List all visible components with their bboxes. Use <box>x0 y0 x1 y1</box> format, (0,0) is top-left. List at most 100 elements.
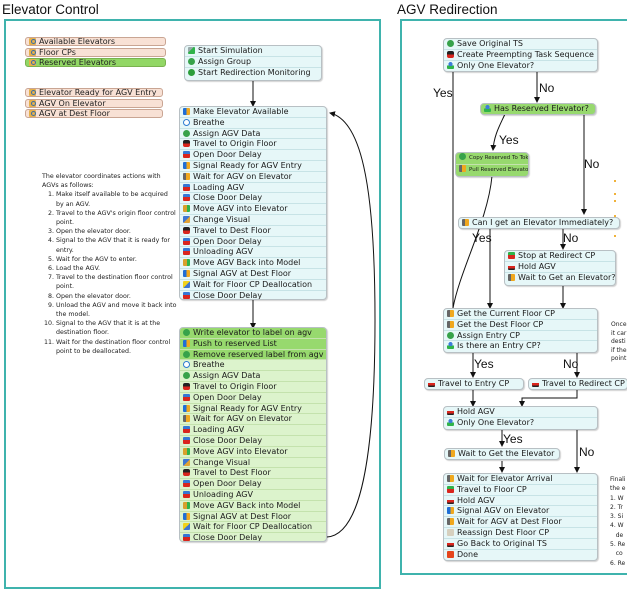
activity-label: Only One Elevator? <box>457 417 535 427</box>
travel-icon <box>183 226 190 234</box>
activity-hold-agv[interactable]: Hold AGV <box>444 407 597 418</box>
activity-unloading-agv[interactable]: Unloading AGV <box>180 490 326 501</box>
decide-icon <box>447 61 454 69</box>
activity-change-visual[interactable]: Change Visual <box>180 215 326 226</box>
activity-move-agv-into-elevator[interactable]: Move AGV into Elevator <box>180 204 326 215</box>
activity-close-door-delay[interactable]: Close Door Delay <box>180 291 326 299</box>
activity-open-door-delay[interactable]: Open Door Delay <box>180 237 326 248</box>
activity-label: Assign AGV Data <box>193 371 261 381</box>
list-floor-cps[interactable]: Floor CPs <box>25 47 166 57</box>
activity-signal-agv-on-elevator[interactable]: Signal AGV on Elevator <box>444 506 597 518</box>
activity-breathe[interactable]: Breathe <box>180 118 326 129</box>
travel-to-entry-block[interactable]: Travel to Entry CP <box>424 378 524 390</box>
activity-signal-ready-for-agv-entry[interactable]: Signal Ready for AGV Entry <box>180 161 326 172</box>
note-step: Make itself available to be acquired by … <box>56 190 177 208</box>
activity-change-visual[interactable]: Change Visual <box>180 458 326 469</box>
activity-assign-agv-data[interactable]: Assign AGV Data <box>180 129 326 140</box>
activity-copy-reserved-to-token[interactable]: Copy Reserved To Token <box>456 153 528 165</box>
activity-loading-agv[interactable]: Loading AGV <box>180 183 326 194</box>
activity-travel-to-origin-floor[interactable]: Travel to Origin Floor <box>180 382 326 393</box>
activity-create-preempting-task-sequence[interactable]: Create Preempting Task Sequence <box>444 50 597 61</box>
activity-travel-to-redirect-cp[interactable]: Travel to Redirect CP <box>529 379 627 389</box>
activity-label: Move AGV Back into Model <box>193 258 301 268</box>
activity-wait-to-get-the-elevator[interactable]: Wait to Get the Elevator <box>445 449 559 459</box>
activity-label: Can I get an Elevator Immediately? <box>472 218 614 227</box>
activity-move-agv-back-into-model[interactable]: Move AGV Back into Model <box>180 501 326 512</box>
reserved-elevator-block[interactable]: Copy Reserved To TokenPull Reserved Elev… <box>455 152 529 177</box>
activity-only-one-elevator[interactable]: Only One Elevator? <box>444 61 597 71</box>
list-agv-on-elevator[interactable]: AGV On Elevator <box>25 98 163 108</box>
list-reserved-elevators[interactable]: Reserved Elevators <box>25 58 166 67</box>
activity-get-the-current-floor-cp[interactable]: Get the Current Floor CP <box>444 309 597 320</box>
activity-assign-group[interactable]: Assign Group <box>185 57 321 68</box>
can-get-elevator-block[interactable]: Can I get an Elevator Immediately? <box>458 217 620 229</box>
activity-wait-for-elevator-arrival[interactable]: Wait for Elevator Arrival <box>444 474 597 485</box>
activity-remove-reserved-label-from-agv[interactable]: Remove reserved label from agv <box>180 349 326 361</box>
activity-loading-agv[interactable]: Loading AGV <box>180 425 326 436</box>
activity-pull-reserved-elevator[interactable]: Pull Reserved Elevator <box>456 165 528 176</box>
activity-wait-for-floor-cp-deallocation[interactable]: Wait for Floor CP Deallocation <box>180 522 326 534</box>
activity-breathe[interactable]: Breathe <box>180 360 326 372</box>
activity-assign-entry-cp[interactable]: Assign Entry CP <box>444 331 597 342</box>
activity-travel-to-origin-floor[interactable]: Travel to Origin Floor <box>180 139 326 151</box>
list-available-elevators[interactable]: Available Elevators <box>25 37 166 46</box>
activity-wait-to-get-an-elevator[interactable]: Wait to Get an Elevator? <box>505 273 615 284</box>
activity-signal-ready-for-agv-entry[interactable]: Signal Ready for AGV Entry <box>180 404 326 415</box>
activity-label: Signal Ready for AGV Entry <box>193 160 302 170</box>
activity-unloading-agv[interactable]: Unloading AGV <box>180 247 326 259</box>
wait-get-elevator-block[interactable]: Wait to Get the Elevator <box>444 448 560 460</box>
activity-only-one-elevator[interactable]: Only One Elevator? <box>444 418 597 429</box>
travel-to-redirect-block[interactable]: Travel to Redirect CP <box>528 378 627 390</box>
activity-open-door-delay[interactable]: Open Door Delay <box>180 150 326 161</box>
activity-go-back-to-original-ts[interactable]: Go Back to Original TS <box>444 539 597 550</box>
activity-get-the-dest-floor-cp[interactable]: Get the Dest Floor CP <box>444 320 597 331</box>
activity-signal-agv-at-dest-floor[interactable]: Signal AGV at Dest Floor <box>180 512 326 523</box>
has-reserved-elevator-block[interactable]: Has Reserved Elevator? <box>480 103 596 115</box>
activity-close-door-delay[interactable]: Close Door Delay <box>180 533 326 541</box>
activity-push-to-reserved-list[interactable]: Push to reserved List <box>180 338 326 350</box>
activity-wait-for-agv-on-elevator[interactable]: Wait for AGV on Elevator <box>180 414 326 426</box>
activity-open-door-delay[interactable]: Open Door Delay <box>180 393 326 404</box>
activity-can-i-get-an-elevator-immediately[interactable]: Can I get an Elevator Immediately? <box>459 218 619 228</box>
activity-travel-to-dest-floor[interactable]: Travel to Dest Floor <box>180 226 326 237</box>
activity-is-there-an-entry-cp[interactable]: Is there an Entry CP? <box>444 341 597 352</box>
activity-stop-at-redirect-cp[interactable]: Stop at Redirect CP <box>505 251 615 262</box>
activity-hold-agv[interactable]: Hold AGV <box>505 262 615 273</box>
activity-wait-for-floor-cp-deallocation[interactable]: Wait for Floor CP Deallocation <box>180 280 326 291</box>
start-icon <box>188 47 195 54</box>
activity-signal-agv-at-dest-floor[interactable]: Signal AGV at Dest Floor <box>180 269 326 280</box>
activity-label: Wait for AGV on Elevator <box>193 414 292 424</box>
activity-start-simulation[interactable]: Start Simulation <box>185 46 321 57</box>
list-agv-at-dest-floor[interactable]: AGV at Dest Floor <box>25 109 163 118</box>
activity-start-redirection-monitoring[interactable]: Start Redirection Monitoring <box>185 68 321 79</box>
pull-icon <box>447 310 454 317</box>
activity-wait-for-agv-on-elevator[interactable]: Wait for AGV on Elevator <box>180 172 326 183</box>
activity-has-reserved-elevator[interactable]: Has Reserved Elevator? <box>481 104 595 114</box>
visual-icon <box>183 215 190 223</box>
activity-travel-to-entry-cp[interactable]: Travel to Entry CP <box>425 379 523 389</box>
activity-hold-agv[interactable]: Hold AGV <box>444 496 597 507</box>
list-elevator-ready-for-agv-entry[interactable]: Elevator Ready for AGV Entry <box>25 88 163 97</box>
activity-make-elevator-available[interactable]: Make Elevator Available <box>180 107 326 118</box>
activity-assign-agv-data[interactable]: Assign AGV Data <box>180 371 326 382</box>
activity-open-door-delay[interactable]: Open Door Delay <box>180 479 326 490</box>
activity-reassign-dest-floor-cp[interactable]: Reassign Dest Floor CP <box>444 528 597 539</box>
activity-move-agv-back-into-model[interactable]: Move AGV Back into Model <box>180 258 326 269</box>
activity-close-door-delay[interactable]: Close Door Delay <box>180 193 326 205</box>
activity-done[interactable]: Done <box>444 550 597 560</box>
activity-save-original-ts[interactable]: Save Original TS <box>444 39 597 50</box>
activity-write-elevator-to-label-on-agv[interactable]: Write elevator to label on agv <box>180 328 326 339</box>
activity-move-agv-into-elevator[interactable]: Move AGV into Elevator <box>180 447 326 458</box>
activity-close-door-delay[interactable]: Close Door Delay <box>180 436 326 447</box>
activity-travel-to-dest-floor[interactable]: Travel to Dest Floor <box>180 468 326 480</box>
activity-travel-to-floor-cp[interactable]: Travel to Floor CP <box>444 485 597 496</box>
activity-wait-for-agv-at-dest-floor[interactable]: Wait for AGV at Dest Floor <box>444 517 597 528</box>
